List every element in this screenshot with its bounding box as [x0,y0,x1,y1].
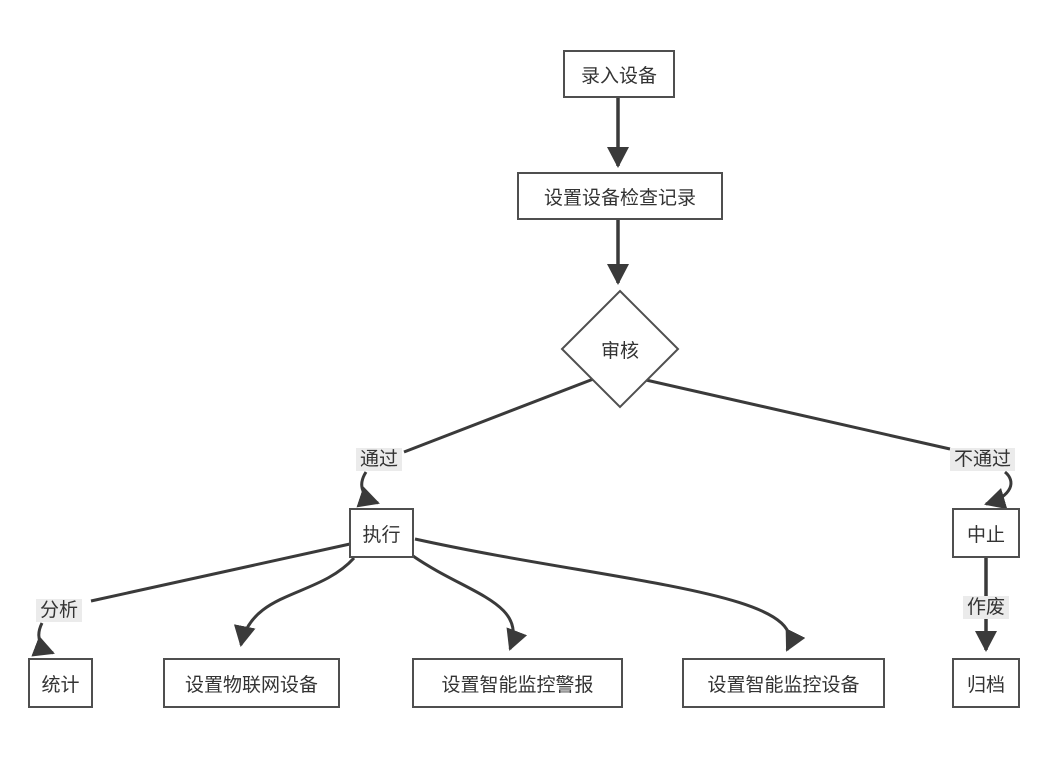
node-enter-device[interactable]: 录入设备 [563,50,675,98]
edge-fail-to-abort [984,470,1013,510]
edge-execute-to-iot [233,556,356,647]
edge-pass-to-execute [356,471,380,508]
edge-review-to-pass-label [403,376,597,454]
node-set-iot-device[interactable]: 设置物联网设备 [163,658,340,708]
node-set-smart-monitor-alarm[interactable]: 设置智能监控警报 [412,658,623,708]
edge-analyze-to-stats [31,622,55,657]
node-archive[interactable]: 归档 [952,658,1020,708]
review-diamond-shape[interactable] [560,289,680,409]
edge-label-void: 作废 [963,596,1010,619]
node-set-smart-monitor-device[interactable]: 设置智能监控设备 [682,658,885,708]
edge-label-pass: 通过 [356,448,403,471]
node-abort[interactable]: 中止 [952,508,1020,558]
edge-execute-to-monitor-device [414,537,806,652]
edge-execute-to-alarm [412,554,528,651]
node-stats[interactable]: 统计 [28,658,93,708]
node-review-label: 审核 [600,340,639,362]
edge-execute-to-analyze-label [90,542,351,603]
edge-label-analyze: 分析 [36,599,83,622]
node-execute[interactable]: 执行 [349,508,414,558]
edge-review-to-fail-label [645,378,951,451]
node-set-inspection-record[interactable]: 设置设备检查记录 [517,172,723,220]
edge-label-fail: 不通过 [950,448,1016,471]
